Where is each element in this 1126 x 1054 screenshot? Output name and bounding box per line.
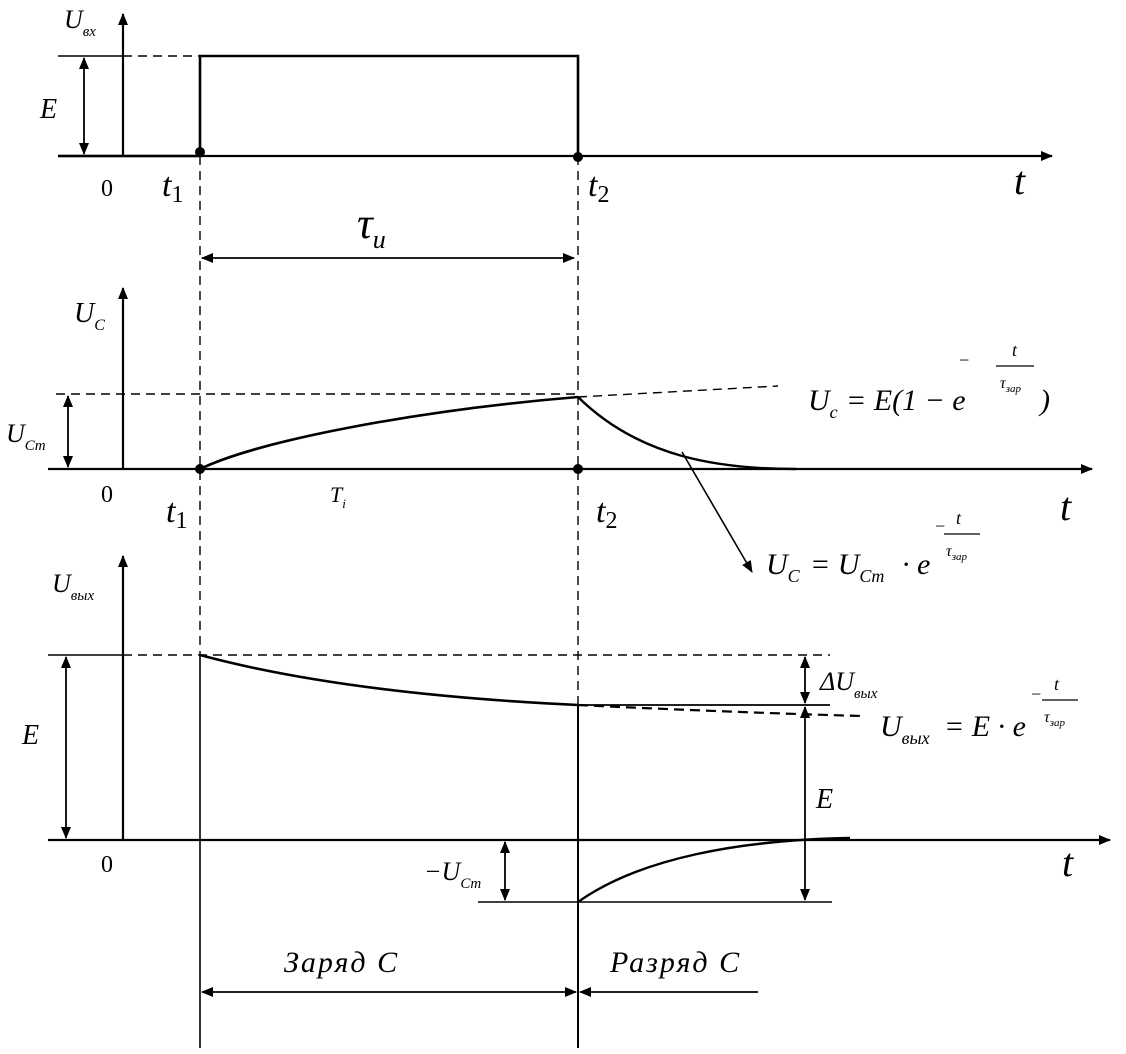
input-pulse-panel: Uвх E 0 t1 t2 t τи	[39, 5, 1053, 263]
out-amplitude-label: E	[21, 720, 39, 751]
svg-text:t: t	[1054, 674, 1060, 694]
discharge-formula: UC = UCm · e − t τзар	[766, 508, 980, 586]
input-axis-y-label: Uвх	[64, 5, 96, 40]
out-neg-label: −UCm	[424, 857, 481, 892]
svg-text:Uвых: Uвых	[880, 710, 930, 748]
cap-axis-y-label: UC	[74, 298, 105, 334]
svg-text:τзар: τзар	[1000, 375, 1022, 395]
svg-text:τзар: τзар	[1044, 709, 1066, 729]
cap-mid-label: Ti	[330, 482, 346, 511]
cap-asymptote-dashed-ext	[577, 385, 779, 398]
out-axis-x-label: t	[1062, 840, 1074, 885]
svg-text:): )	[1038, 384, 1050, 417]
out-origin-label: 0	[101, 852, 113, 878]
svg-text:−: −	[1030, 684, 1042, 704]
pulse-width-label: τи	[357, 199, 386, 254]
input-t1-label: t1	[162, 167, 183, 208]
input-origin-label: 0	[101, 176, 113, 202]
out-axis-y-label: Uвых	[52, 569, 94, 604]
svg-text:−: −	[934, 516, 946, 536]
input-amplitude-label: E	[39, 94, 57, 125]
out-recovery-curve	[577, 836, 851, 903]
cap-discharge-curve	[577, 396, 797, 471]
input-t2-label: t2	[588, 167, 609, 208]
cap-axis-x-label: t	[1060, 484, 1072, 529]
discharge-formula-pointer	[681, 451, 753, 573]
cap-t2-label: t2	[596, 493, 617, 534]
svg-text:UC: UC	[766, 548, 801, 586]
charge-phase-label: Заряд C	[284, 946, 399, 979]
svg-text:Uc: Uc	[808, 384, 838, 422]
output-voltage-panel: Uвых E 0 E −UCm ΔUвых t Uвых = E · e − t…	[21, 555, 1111, 997]
discharge-phase-label: Разряд C	[609, 946, 741, 979]
cap-t1-label: t1	[166, 493, 187, 534]
cap-amplitude-label: UCm	[6, 419, 46, 454]
svg-text:= E · e: = E · e	[944, 710, 1026, 743]
svg-text:τзар: τзар	[946, 543, 968, 563]
input-pulse-waveform	[58, 54, 580, 158]
cap-charge-curve	[199, 395, 579, 471]
input-axis-x-label: t	[1014, 158, 1026, 203]
out-delta-label: ΔUвых	[819, 667, 878, 702]
out-decay-curve	[199, 653, 579, 707]
svg-text:t: t	[1012, 340, 1018, 360]
svg-text:= E(1 − e: = E(1 − e	[846, 384, 966, 417]
output-formula: Uвых = E · e − t τзар	[880, 674, 1078, 748]
cap-origin-label: 0	[101, 482, 113, 508]
cap-t1-point	[195, 464, 205, 474]
svg-text:· e: · e	[902, 548, 930, 581]
out-right-e-label: E	[815, 784, 833, 815]
cap-t2-point	[573, 464, 583, 474]
charge-formula: Uc = E(1 − e − t τзар )	[808, 340, 1050, 422]
svg-text:= UCm: = UCm	[810, 548, 884, 586]
svg-text:−: −	[958, 350, 970, 370]
svg-text:t: t	[956, 508, 962, 528]
t1-point	[195, 147, 205, 157]
out-decay-extension-dashed	[577, 703, 863, 718]
capacitor-voltage-panel: UC UCm 0 t1 t2 Ti t Uc = E(1 − e − t τза…	[6, 287, 1093, 586]
